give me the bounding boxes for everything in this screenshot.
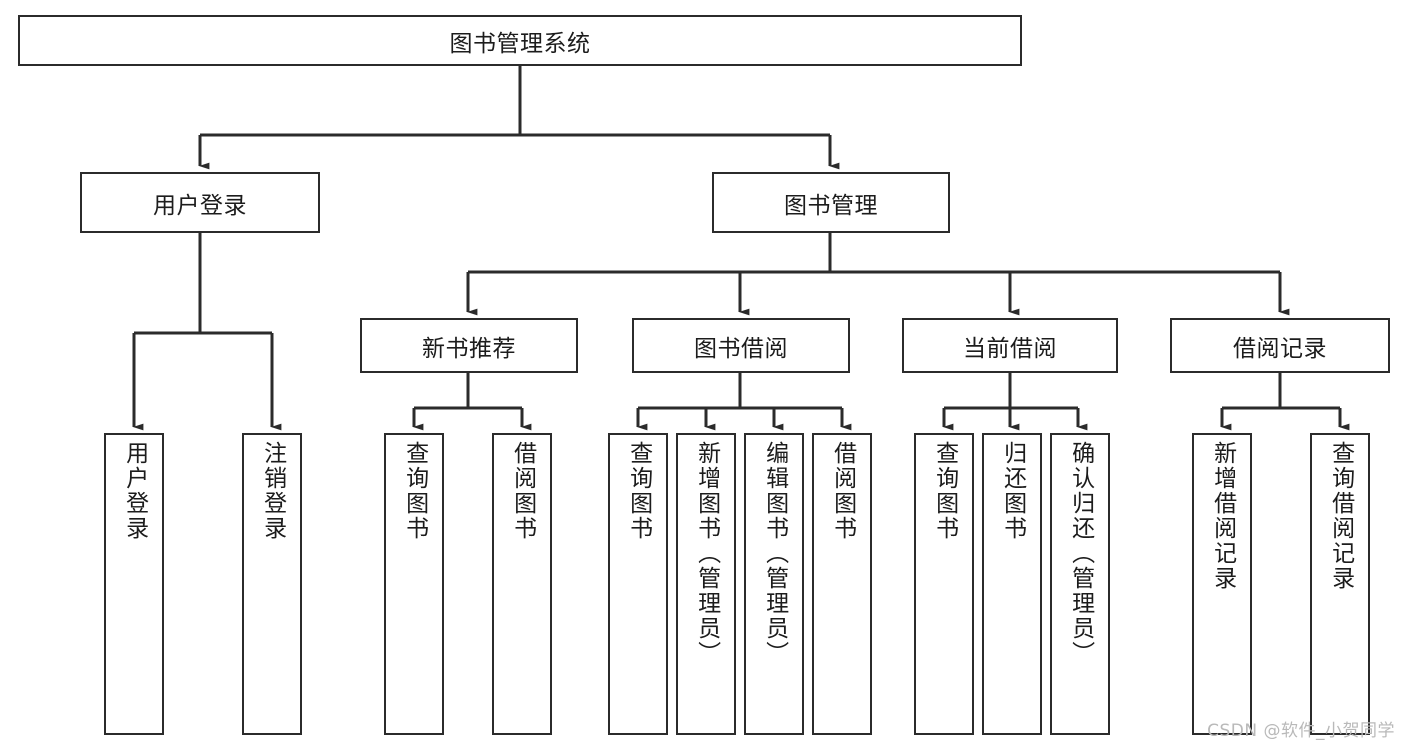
leaf-borrow-book-label: 借阅图书 [829,441,856,541]
leaf-user-login-label: 用户登录 [121,441,148,541]
leaf-query-book-current-label: 查询图书 [931,441,958,541]
node-root: 图书管理系统 [18,15,1022,66]
leaf-user-login: 用户登录 [104,433,164,735]
leaf-query-borrow-record: 查询借阅记录 [1310,433,1370,735]
leaf-query-borrow-record-label: 查询借阅记录 [1327,441,1354,591]
leaf-query-book-borrow: 查询图书 [608,433,668,735]
leaf-confirm-return-admin: 确认归还（管理员） [1050,433,1110,735]
leaf-borrow-book-recommend-label: 借阅图书 [509,441,536,541]
node-root-label: 图书管理系统 [449,30,591,57]
node-book-borrow-label: 图书借阅 [694,335,788,362]
leaf-borrow-book-recommend: 借阅图书 [492,433,552,735]
leaf-return-book-label: 归还图书 [999,441,1026,541]
node-user-login-label: 用户登录 [153,192,247,219]
node-book-borrow: 图书借阅 [632,318,850,373]
leaf-query-book-borrow-label: 查询图书 [625,441,652,541]
node-new-book-recommend: 新书推荐 [360,318,578,373]
watermark: CSDN @软件_小贺同学 [1207,721,1395,741]
leaf-return-book: 归还图书 [982,433,1042,735]
leaf-add-borrow-record: 新增借阅记录 [1192,433,1252,735]
leaf-borrow-book: 借阅图书 [812,433,872,735]
node-new-book-recommend-label: 新书推荐 [422,335,516,362]
leaf-query-book-current: 查询图书 [914,433,974,735]
leaf-logout-label: 注销登录 [259,441,286,541]
node-book-management: 图书管理 [712,172,950,233]
node-borrow-record: 借阅记录 [1170,318,1390,373]
node-current-borrow: 当前借阅 [902,318,1118,373]
leaf-add-borrow-record-label: 新增借阅记录 [1209,441,1236,591]
leaf-add-book-admin: 新增图书（管理员） [676,433,736,735]
leaf-add-book-admin-label: 新增图书（管理员） [693,441,720,666]
leaf-edit-book-admin: 编辑图书（管理员） [744,433,804,735]
leaf-logout: 注销登录 [242,433,302,735]
node-borrow-record-label: 借阅记录 [1233,335,1327,362]
leaf-query-book-recommend-label: 查询图书 [401,441,428,541]
node-user-login: 用户登录 [80,172,320,233]
leaf-confirm-return-admin-label: 确认归还（管理员） [1067,441,1094,666]
leaf-query-book-recommend: 查询图书 [384,433,444,735]
leaf-edit-book-admin-label: 编辑图书（管理员） [761,441,788,666]
node-current-borrow-label: 当前借阅 [963,335,1057,362]
node-book-management-label: 图书管理 [784,192,878,219]
